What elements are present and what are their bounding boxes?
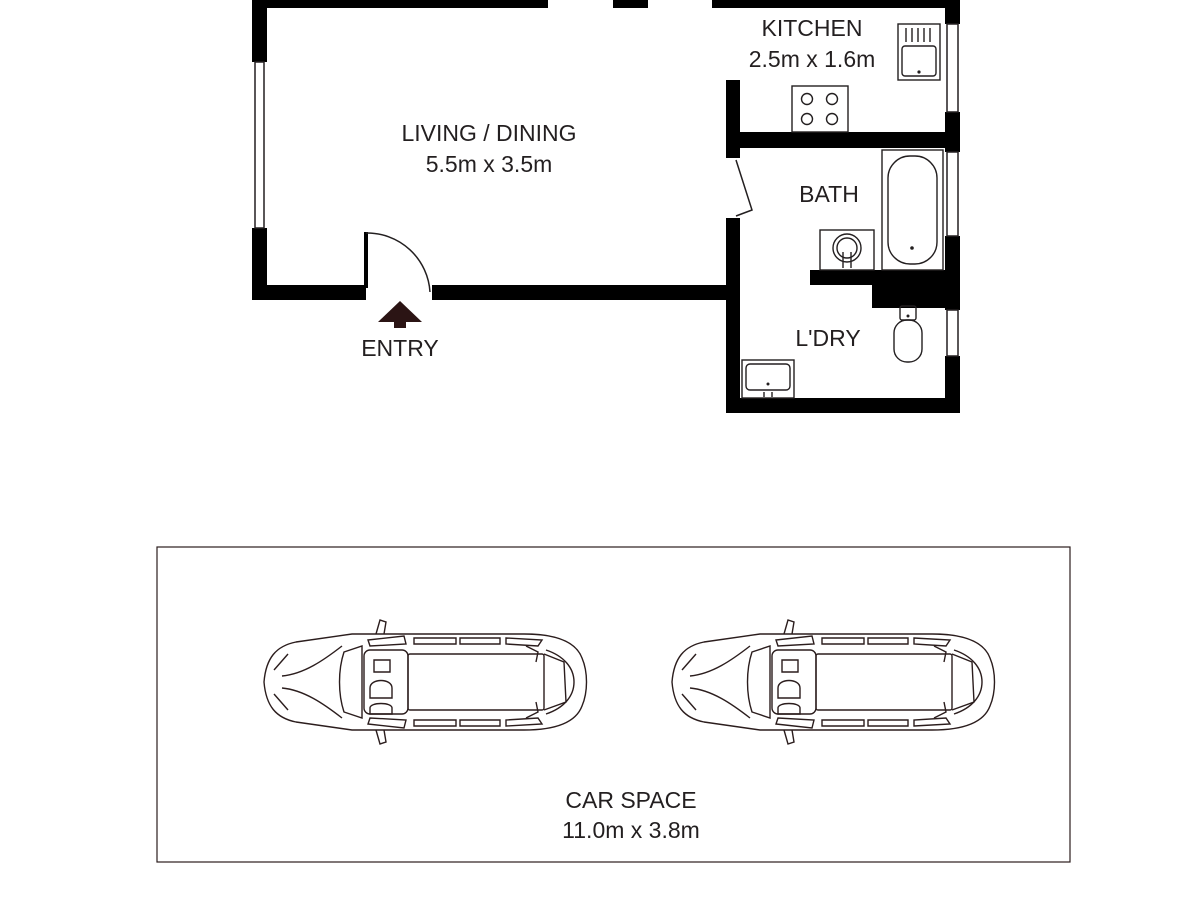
- entry-arrow-icon: [378, 301, 422, 328]
- living-name: LIVING / DINING: [401, 120, 576, 146]
- bath-name: BATH: [799, 181, 859, 207]
- basin-icon: [819, 229, 875, 271]
- bathtub-icon: [881, 149, 944, 271]
- laundry-tub-icon: [741, 359, 795, 399]
- kitchen-name: KITCHEN: [762, 15, 863, 41]
- laundry-name: L'DRY: [795, 325, 860, 351]
- car-space-name: CAR SPACE: [565, 787, 696, 813]
- entry-door: [364, 232, 431, 293]
- living-dims: 5.5m x 3.5m: [426, 151, 553, 177]
- toilet-icon: [893, 305, 923, 363]
- car-space-outline: [156, 546, 1071, 863]
- stove-icon: [791, 85, 849, 133]
- kitchen-sink-icon: [897, 23, 941, 81]
- kitchen-dims: 2.5m x 1.6m: [749, 46, 876, 72]
- car-space-dims: 11.0m x 3.8m: [562, 817, 700, 843]
- entry-label: ENTRY: [361, 335, 439, 361]
- bath-door: [735, 159, 753, 217]
- car-icon: [263, 619, 588, 745]
- apartment-walls: [252, 0, 960, 413]
- car-icon: [671, 619, 996, 745]
